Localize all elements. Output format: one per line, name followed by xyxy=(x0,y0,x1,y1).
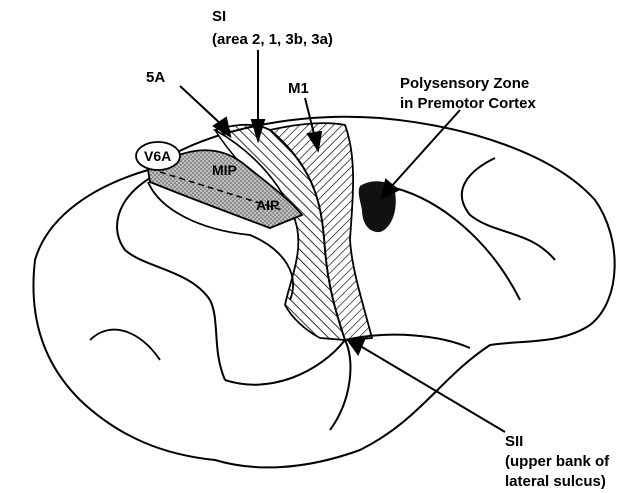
label-v6a: V6A xyxy=(144,148,171,164)
label-m1: M1 xyxy=(288,80,309,97)
label-aip: AIP xyxy=(256,197,279,213)
label-sii-3: lateral sulcus) xyxy=(505,473,606,490)
label-si-sub: (area 2, 1, 3b, 3a) xyxy=(212,31,333,48)
label-mip: MIP xyxy=(212,162,237,178)
arrow-5a xyxy=(180,86,223,126)
label-sii-1: SII xyxy=(505,433,523,450)
label-polysensory-1: Polysensory Zone xyxy=(400,75,529,92)
label-polysensory-2: in Premotor Cortex xyxy=(400,95,537,112)
label-sii-2: (upper bank of xyxy=(505,453,610,470)
label-5a: 5A xyxy=(146,69,165,86)
label-si-title: SI xyxy=(212,8,226,25)
